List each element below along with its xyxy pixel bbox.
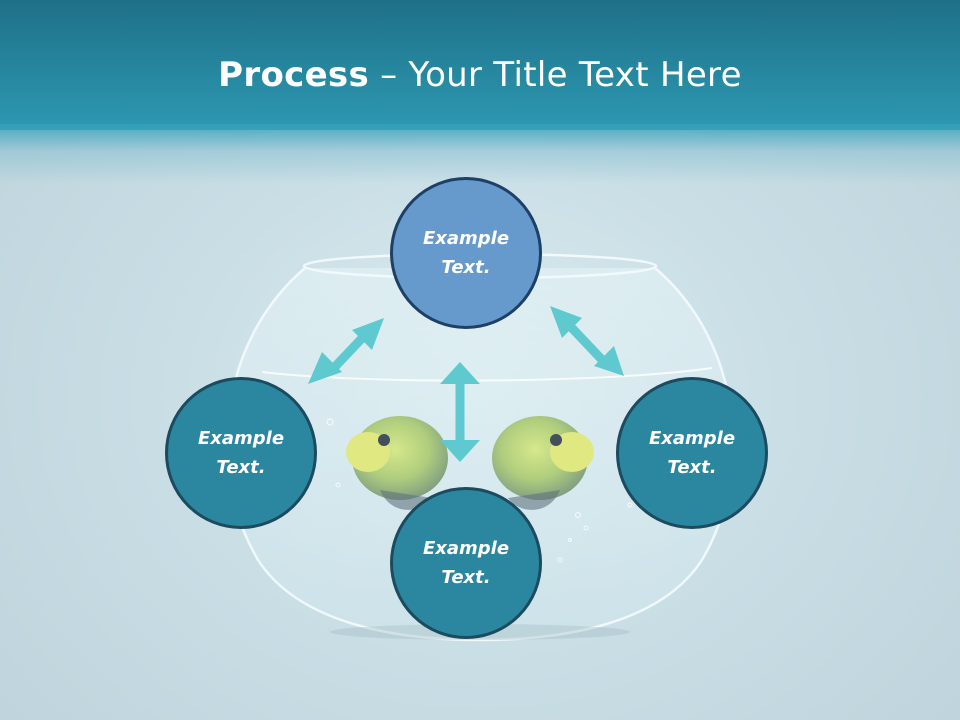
node-right-label: Example Text. <box>648 428 736 478</box>
node-bottom: Example Text. <box>390 487 542 639</box>
node-bottom-label: Example Text. <box>422 538 510 588</box>
title-rest: – Your Title Text Here <box>369 55 742 95</box>
arrow-top-left <box>308 318 384 384</box>
node-top-label: Example Text. <box>422 228 510 278</box>
title-bold: Process <box>218 55 370 95</box>
arrow-vertical <box>440 362 480 462</box>
bubbles <box>326 418 633 563</box>
water-line <box>261 367 713 382</box>
fish-right <box>492 416 594 510</box>
slide-title: Process – Your Title Text Here <box>0 52 960 98</box>
node-left: Example Text. <box>165 377 317 529</box>
arrow-top-right <box>550 306 624 376</box>
title-banner <box>0 0 960 130</box>
node-left-label: Example Text. <box>197 428 285 478</box>
banner-fade <box>0 124 960 184</box>
node-top: Example Text. <box>390 177 542 329</box>
fish-left <box>346 416 448 510</box>
node-right: Example Text. <box>616 377 768 529</box>
